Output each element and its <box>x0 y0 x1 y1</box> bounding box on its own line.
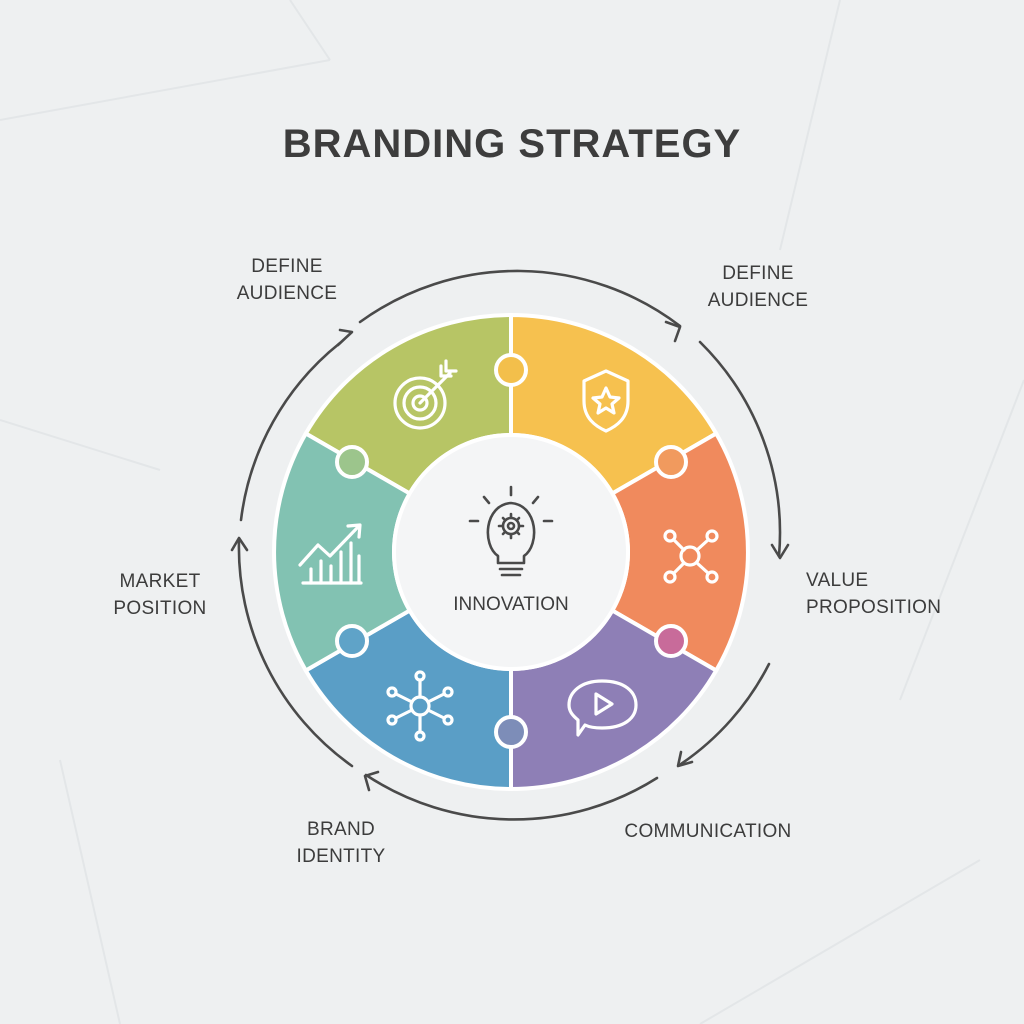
label-bottom-left: BRAND IDENTITY <box>281 816 401 870</box>
label-bottom-left-line-2: IDENTITY <box>296 846 386 867</box>
connector-node-upper-right <box>654 445 688 479</box>
cycle-arrow-right <box>698 340 782 558</box>
hub-icon <box>386 670 454 742</box>
connector-nodes <box>335 353 688 749</box>
network-icon <box>663 529 719 584</box>
cycle-arrow-bottom <box>364 773 659 821</box>
arrowhead-bottom-right <box>676 750 694 768</box>
label-left: MARKET POSITION <box>100 568 220 622</box>
label-bottom-right-line-1: COMMUNICATION <box>624 821 792 842</box>
label-right-line-1: VALUE <box>806 570 869 591</box>
cycle-arrow-bottom-right <box>679 662 771 766</box>
label-left-line-2: POSITION <box>113 598 207 619</box>
lightbulb-gear-icon <box>468 485 554 577</box>
connector-node-lower-left <box>335 624 369 658</box>
label-top-right-line-1: DEFINE <box>722 263 794 284</box>
cycle-arrows <box>230 269 790 821</box>
label-top-right-line-2: AUDIENCE <box>707 290 809 311</box>
cycle-arrow-left <box>237 538 354 768</box>
label-right-line-2: PROPOSITION <box>806 597 942 618</box>
center-circle <box>392 433 630 671</box>
chat-play-icon <box>567 679 638 737</box>
growth-chart-icon <box>298 523 363 585</box>
label-bottom-right: COMMUNICATION <box>620 818 796 845</box>
connector-node-bottom <box>494 715 528 749</box>
arrowhead-top-right <box>664 320 682 343</box>
connector-node-upper-left <box>335 445 369 479</box>
arrowhead-bottom-left <box>363 770 380 792</box>
shield-star-icon <box>582 369 630 433</box>
label-top-left: DEFINE AUDIENCE <box>223 253 351 307</box>
cycle-arrow-upper-left <box>239 341 342 522</box>
page-title: BRANDING STRATEGY <box>282 122 742 166</box>
connector-node-top <box>494 353 528 387</box>
target-icon <box>393 359 458 430</box>
label-right: VALUE PROPOSITION <box>806 567 946 621</box>
connector-node-lower-right <box>654 624 688 658</box>
label-top-left-line-2: AUDIENCE <box>236 283 338 304</box>
arrowhead-right <box>770 543 790 560</box>
label-left-line-1: MARKET <box>119 571 201 592</box>
arrowhead-left <box>230 536 249 552</box>
arrowhead-top-left <box>336 328 354 347</box>
cycle-arrow-top <box>358 269 682 328</box>
label-top-left-line-1: DEFINE <box>251 256 323 277</box>
center-label: INNOVATION <box>453 594 568 615</box>
label-bottom-left-line-1: BRAND <box>306 819 375 840</box>
label-top-right: DEFINE AUDIENCE <box>694 260 822 314</box>
